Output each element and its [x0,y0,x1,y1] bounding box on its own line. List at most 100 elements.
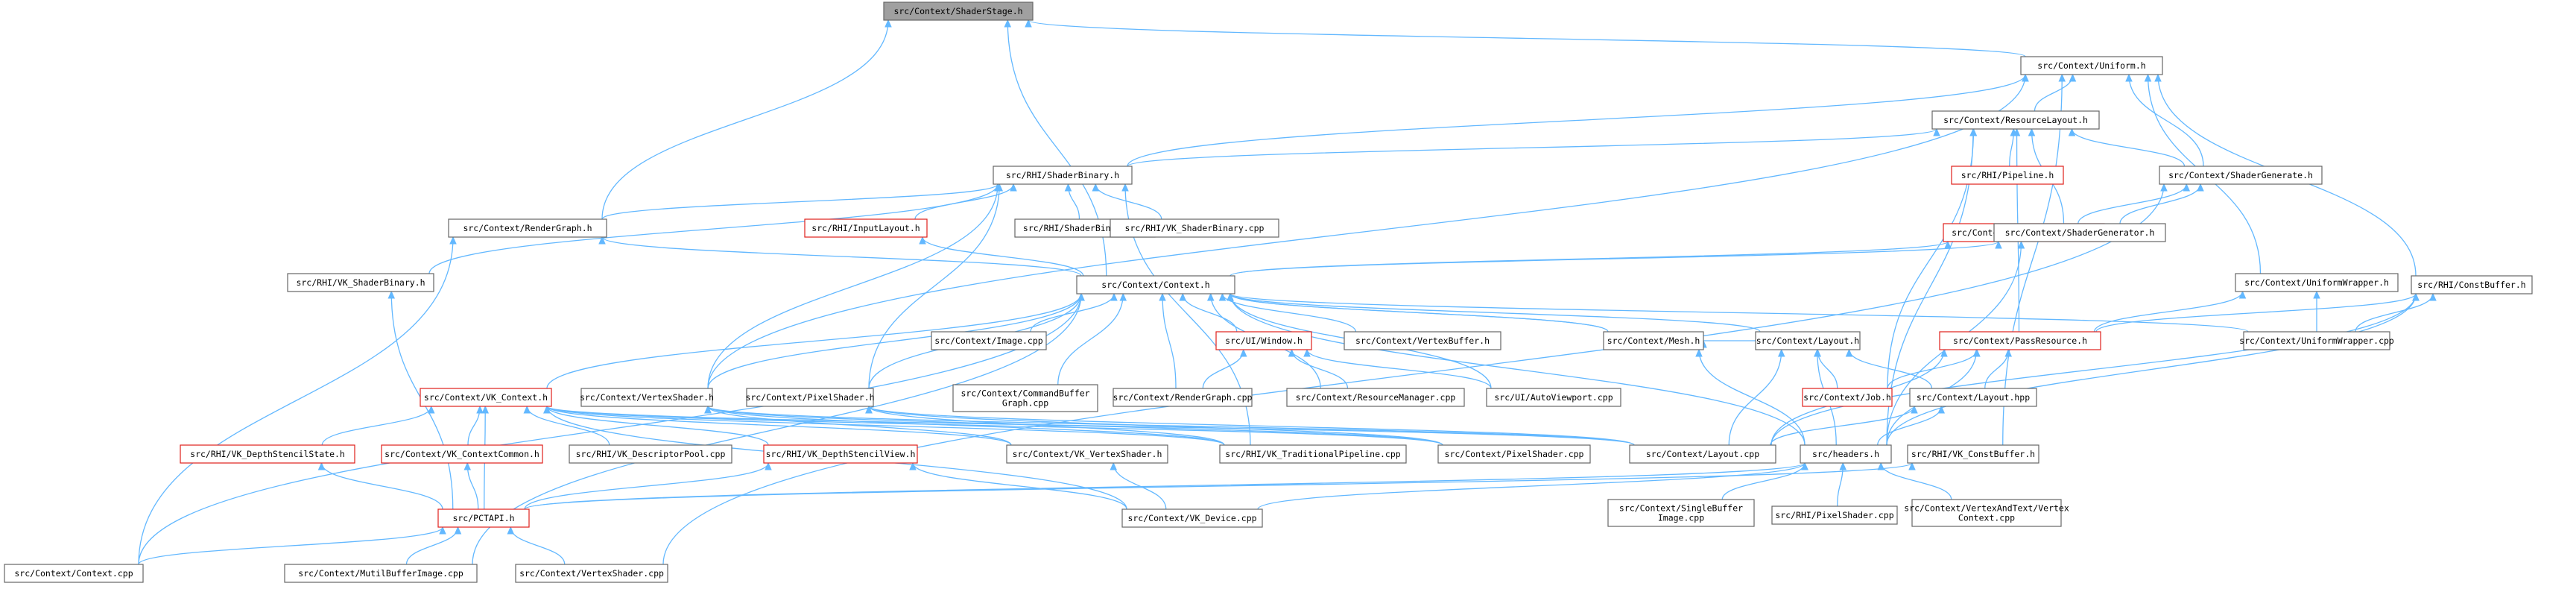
dependency-edge [2093,290,2247,333]
file-node[interactable]: src/Context/VertexBuffer.h [1344,331,1501,350]
file-node[interactable]: src/Context/ShaderGenerate.h [2159,166,2323,185]
file-node[interactable]: src/Context/VertexShader.cpp [515,564,668,583]
file-node[interactable]: src/RHI/VK_DescriptorPool.cpp [569,444,732,464]
file-node-box [437,508,530,528]
file-node-label: src/Context/VertexShader.cpp [519,568,664,579]
dependency-edge [704,405,1635,446]
dependency-edge [1230,240,1952,277]
file-node[interactable]: src/Context/Layout.cpp [1629,444,1776,464]
file-node[interactable]: src/Context/PixelShader.h [745,388,875,407]
file-node-label: src/Context/RenderGraph.h [463,223,592,233]
dependency-edge [868,183,1004,389]
file-node-box [1802,388,1893,407]
file-node-label: src/Context/VK_Context.h [424,392,548,403]
file-node[interactable]: src/Context/VK_VertexShader.h [1006,444,1168,464]
file-node[interactable]: src/Context/ShaderGenerator.h [1993,223,2166,242]
dependency-edge [909,462,1127,510]
dependency-edge [707,73,2029,389]
file-node-label: src/Context/RenderGraph.cpp [1113,392,1253,403]
file-node[interactable]: src/Context/PassResource.h [1939,331,2101,350]
dependency-edge [1025,19,2026,57]
file-node[interactable]: src/RHI/ConstBuffer.h [2411,275,2533,294]
file-node[interactable]: src/Context/UniformWrapper.h [2235,273,2399,292]
dependency-edge [2119,183,2204,224]
dependency-edge [1886,292,2420,446]
file-node-label: src/RHI/ShaderBinary.h [1006,170,1119,180]
file-node-box [1076,275,1235,294]
file-node[interactable]: src/Context/ShaderStage.h [883,1,1034,21]
file-node[interactable]: src/Context/PixelShader.cpp [1437,444,1591,464]
file-node[interactable]: src/RHI/VK_DepthStencilState.h [180,444,355,464]
file-node[interactable]: src/Context/VK_ContextCommon.h [381,444,543,464]
file-node[interactable]: src/RHI/VK_ShaderBinary.cpp [1110,218,1279,238]
file-node-box [515,564,668,583]
file-node[interactable]: src/RHI/VK_DepthStencilView.h [763,444,918,464]
file-node[interactable]: src/RHI/VK_ConstBuffer.h [1907,444,2039,464]
file-node[interactable]: src/Context/Uniform.h [2020,56,2163,75]
dependency-edge [317,462,443,510]
file-node[interactable]: src/Context/UniformWrapper.cpp [2239,331,2394,350]
file-node[interactable]: src/UI/Window.h [1215,331,1312,350]
file-node-box [1951,166,2064,185]
dependency-edge [523,405,610,446]
file-node[interactable]: src/Context/VK_Context.h [420,388,552,407]
file-node[interactable]: src/RHI/InputLayout.h [804,218,928,238]
file-node[interactable]: src/RHI/VK_ShaderBinary.h [287,273,434,292]
dependency-edge [2068,127,2186,167]
file-node[interactable]: src/Context/Layout.h [1755,331,1861,350]
file-node-label: src/Context/VertexShader.h [580,392,714,403]
dependency-edge [1303,348,1492,389]
dependency-edge [1202,348,1247,389]
file-node[interactable]: src/Context/VK_Device.cpp [1121,508,1263,528]
dependency-edge [1288,348,1349,389]
dependency-edge [1159,292,1177,389]
dependency-edge [1127,73,2029,167]
file-node-box [804,218,928,238]
file-node[interactable]: src/Context/RenderGraph.h [448,218,607,238]
file-node-box [448,218,607,238]
file-node[interactable]: src/RHI/PixelShader.cpp [1771,505,1898,525]
file-node[interactable]: src/Context/Context.h [1076,275,1235,294]
file-node[interactable]: src/UI/AutoViewport.cpp [1486,388,1621,407]
file-node-label: src/RHI/ConstBuffer.h [2417,280,2525,290]
file-node[interactable]: src/headers.h [1800,444,1892,464]
file-node-label: src/PCTAPI.h [452,513,514,523]
dependency-edge [1728,348,1785,446]
file-node[interactable]: src/Context/Context.cpp [4,564,144,583]
file-node[interactable]: src/Context/MutilBufferImage.cpp [284,564,478,583]
file-node-box [284,564,478,583]
file-node-label: src/Context/ShaderGenerator.h [2005,227,2155,238]
file-node[interactable]: src/Context/VertexAndText/VertexContext.… [1904,499,2069,527]
file-node[interactable]: src/RHI/ShaderBinary.h [993,166,1133,185]
dependency-edge [1695,348,1806,446]
file-node-box [580,388,713,407]
dependency-edge [1721,462,1808,500]
file-node-label: src/Context/VertexAndText/Vertex [1904,503,2069,514]
dependency-edge [524,462,772,510]
file-node[interactable]: src/Context/Job.h [1802,388,1893,407]
file-node-label: src/Context/PixelShader.h [745,392,874,403]
dependency-edge [1700,339,1756,348]
file-node-label: src/Context/VK_Device.cpp [1127,513,1256,523]
file-node-box [287,273,434,292]
file-node[interactable]: src/Context/Image.cpp [931,331,1047,350]
file-node[interactable]: src/RHI/VK_TraditionalPipeline.cpp [1219,444,1407,464]
file-node[interactable]: src/PCTAPI.h [437,508,530,528]
file-node-label: src/Context/SingleBuffer [1619,503,1743,514]
file-node[interactable]: src/Context/Layout.hpp [1909,388,2037,407]
file-node[interactable]: src/Context/Mesh.h [1603,331,1704,350]
file-node-box [381,444,543,464]
file-node[interactable]: src/Context/ResourceLayout.h [1931,110,2100,130]
file-node[interactable]: src/RHI/Pipeline.h [1951,166,2064,185]
file-node-label: src/Context/Layout.hpp [1917,392,2030,403]
dependency-edge [138,236,457,565]
dependency-edge [1887,348,1981,389]
file-node[interactable]: src/Context/RenderGraph.cpp [1113,388,1253,407]
file-node[interactable]: src/Context/VertexShader.h [580,388,714,407]
dependency-edge [2002,73,2066,446]
file-node-box [2159,166,2323,185]
dependency-edge [524,462,1916,510]
file-node[interactable]: src/Context/ResourceManager.cpp [1286,388,1465,407]
